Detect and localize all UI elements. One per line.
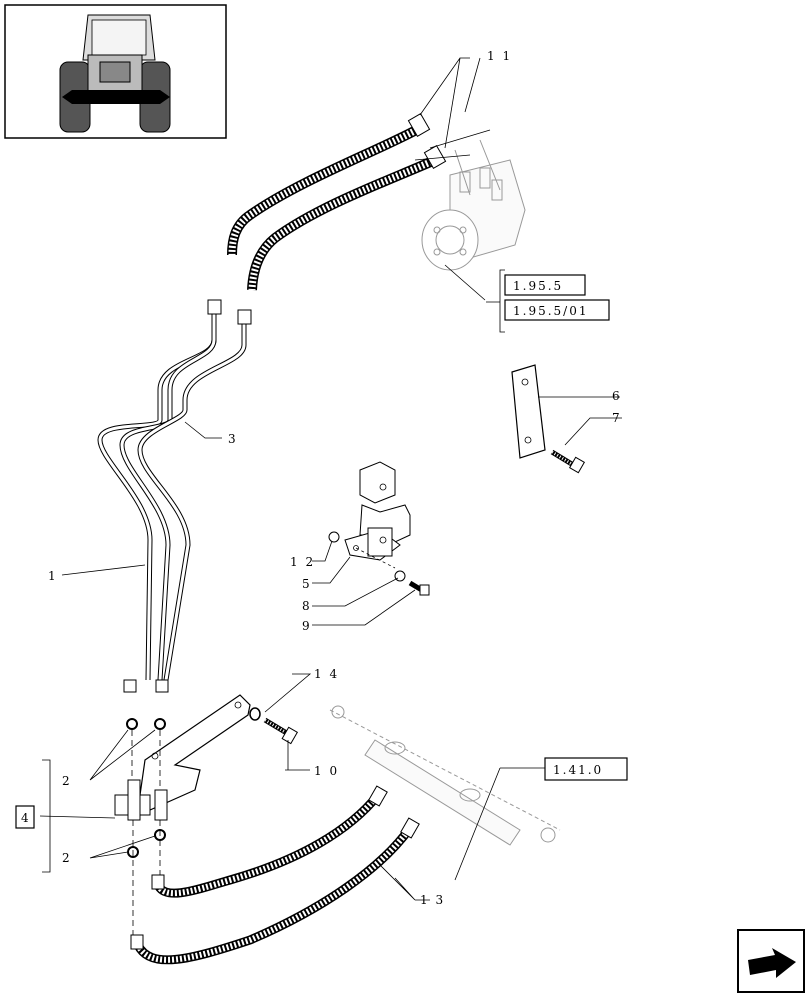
callout-13: 1 3 xyxy=(420,893,445,907)
pipe-fitting-bottom-1 xyxy=(123,679,137,693)
ref-label-2: 1.95.5/01 xyxy=(513,304,588,318)
rigid-pipe-1 xyxy=(97,312,217,681)
callout-12: 1 2 xyxy=(290,555,315,569)
ref-box-1-95-5-01: 1.95.5/01 xyxy=(504,299,610,321)
hose-upper-1 xyxy=(227,113,431,256)
pipe-fitting-top-1 xyxy=(207,299,222,315)
washer-14 xyxy=(249,707,261,721)
seal-washer-1 xyxy=(126,718,138,730)
steering-pump xyxy=(421,139,526,271)
mounting-bracket xyxy=(114,694,251,821)
rigid-pipe-3 xyxy=(137,322,247,681)
hose-lower-1 xyxy=(151,785,388,898)
callout-4: 4 xyxy=(21,811,31,825)
leader-lines xyxy=(39,57,622,901)
bolt-7 xyxy=(550,449,586,474)
bracket-plate-6 xyxy=(511,364,546,459)
pipe-fitting-bottom-2 xyxy=(155,679,169,693)
next-page-arrow-icon[interactable] xyxy=(737,929,805,993)
callout-box-4: 4 xyxy=(15,805,35,829)
bolt-10 xyxy=(263,717,299,745)
ref-label-1: 1.95.5 xyxy=(513,279,563,293)
pipe-fitting-top-2 xyxy=(237,309,252,325)
callout-1: 1 xyxy=(48,569,58,583)
seal-washer-2 xyxy=(154,718,166,730)
callout-3: 3 xyxy=(228,432,238,446)
callout-2-lower: 2 xyxy=(62,851,72,865)
hose-lower-2 xyxy=(130,817,420,965)
tractor-thumbnail xyxy=(4,4,227,139)
ref-box-1-95-5: 1.95.5 xyxy=(504,274,586,296)
callout-2-upper: 2 xyxy=(62,774,72,788)
callout-14: 1 4 xyxy=(314,667,339,681)
callout-9: 9 xyxy=(302,619,312,633)
clamp-assembly xyxy=(328,461,430,596)
hose-upper-2 xyxy=(247,145,447,291)
ref-label-3: 1.41.0 xyxy=(553,763,603,777)
callout-6: 6 xyxy=(612,389,622,403)
callout-5: 5 xyxy=(302,577,312,591)
ref-box-1-41-0: 1.41.0 xyxy=(544,757,628,781)
callout-10: 1 0 xyxy=(314,764,339,778)
callout-11: 1 1 xyxy=(487,49,512,63)
steering-cylinder xyxy=(329,705,561,846)
callout-8: 8 xyxy=(302,599,312,613)
callout-7: 7 xyxy=(612,411,622,425)
